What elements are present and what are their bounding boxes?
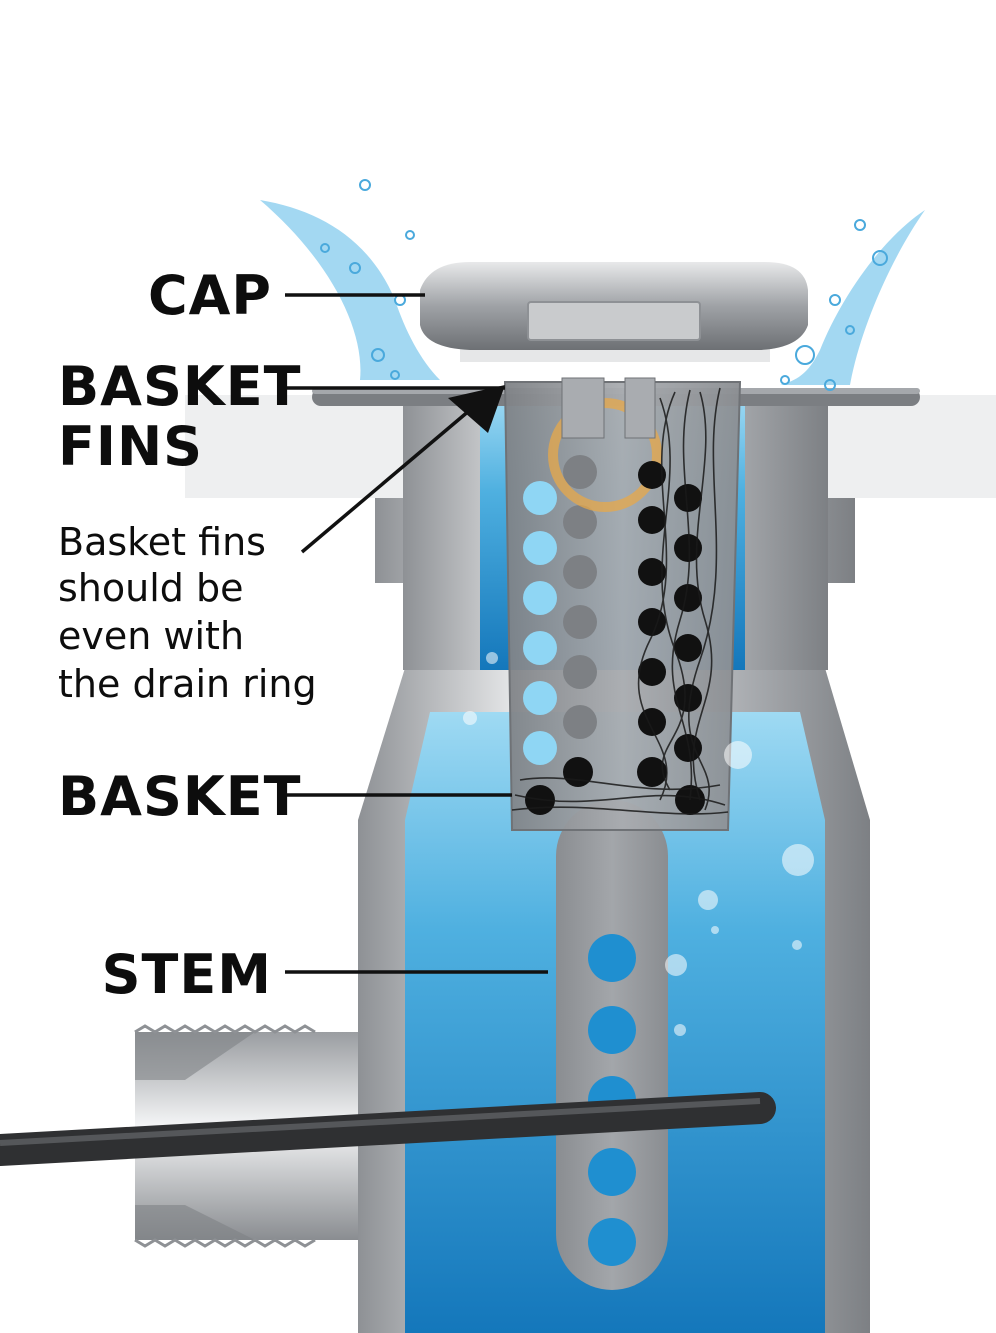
- label-basket-fins-line2: FINS: [58, 415, 204, 478]
- water-bubbles: [463, 652, 814, 1036]
- leader-lines: [285, 293, 548, 974]
- note-line2: should be: [58, 566, 244, 610]
- note-line4: the drain ring: [58, 662, 317, 706]
- label-basket: BASKET: [58, 765, 302, 828]
- label-cap: CAP: [148, 264, 272, 327]
- cap: [420, 262, 808, 362]
- stem: [556, 800, 668, 1290]
- note-line1: Basket fins: [58, 520, 266, 564]
- water-drops: [320, 179, 888, 391]
- water-splash: [260, 200, 925, 385]
- note-line3: even with: [58, 614, 245, 658]
- arrow-head: [448, 385, 505, 433]
- pop-up-rod: [0, 1092, 776, 1166]
- basket: [503, 377, 742, 831]
- label-basket-fins-line1: BASKET: [58, 355, 302, 418]
- label-stem: STEM: [101, 943, 272, 1006]
